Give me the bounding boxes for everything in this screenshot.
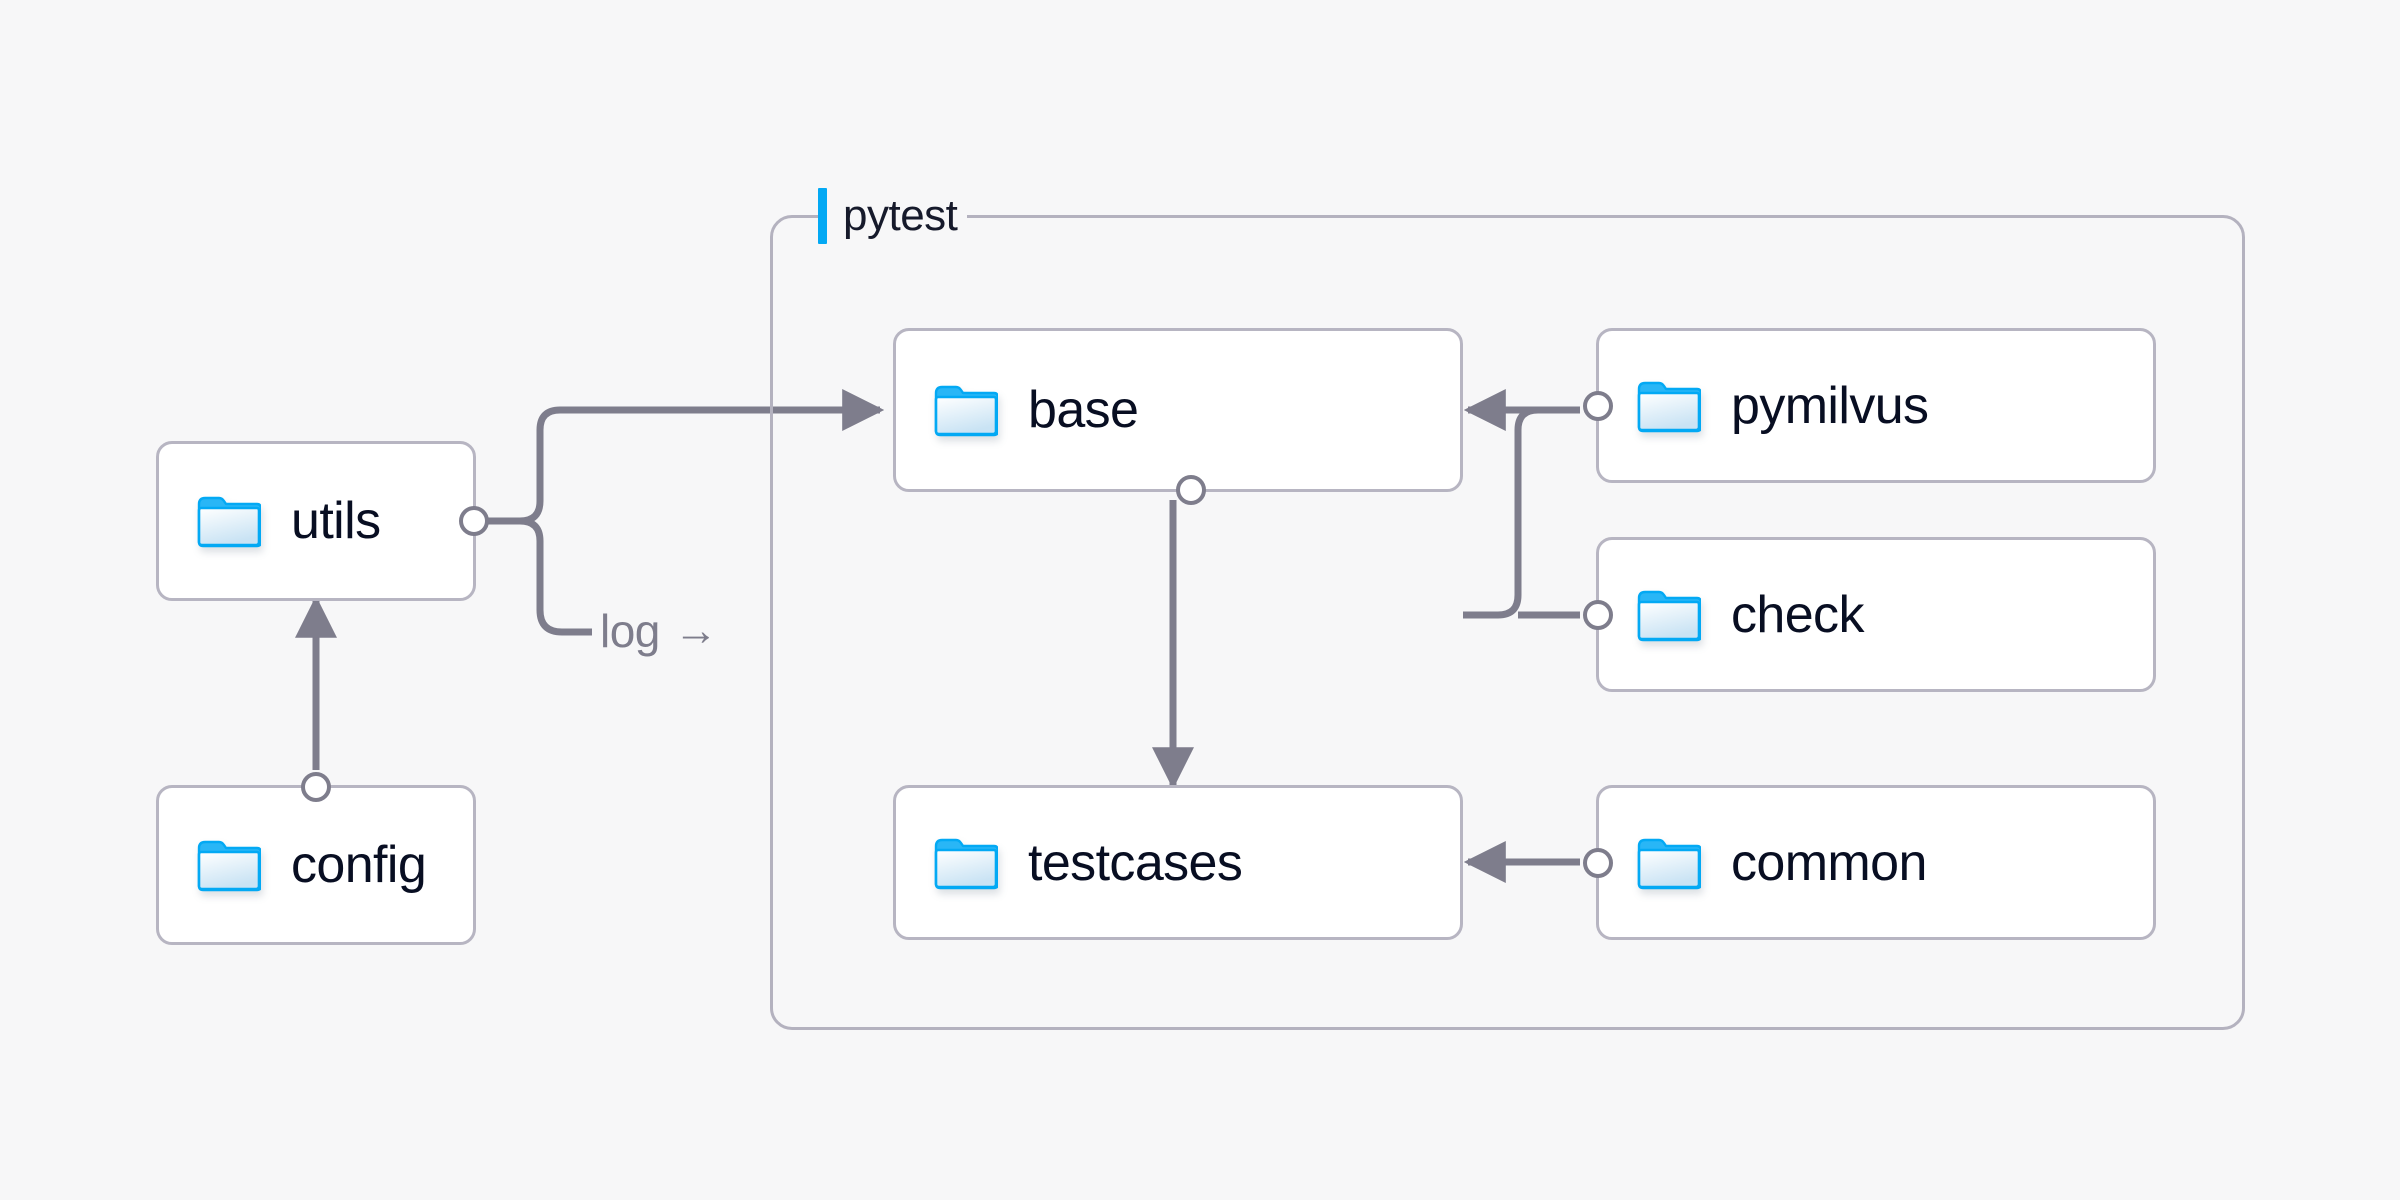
port-common-left[interactable]	[1583, 847, 1613, 878]
node-utils[interactable]: utils	[156, 441, 489, 601]
edge-label-log: log →	[600, 605, 718, 657]
group-accent-bar	[818, 188, 827, 244]
folder-icon	[197, 494, 261, 548]
port-base-bottom[interactable]	[1176, 475, 1206, 505]
group-label-pytest: pytest	[818, 188, 968, 244]
port-utils-right[interactable]	[459, 506, 489, 536]
node-config[interactable]: config	[156, 772, 476, 945]
port-check-left[interactable]	[1583, 599, 1613, 630]
folder-icon	[1637, 379, 1701, 433]
port-config-top[interactable]	[301, 772, 331, 802]
edge-label-log-text: log	[600, 605, 660, 657]
node-label-common: common	[1731, 833, 1927, 892]
folder-icon	[1637, 588, 1701, 642]
node-pymilvus[interactable]: pymilvus	[1583, 328, 2156, 483]
group-container-pytest	[770, 215, 2245, 1030]
node-base[interactable]: base	[893, 328, 1463, 505]
node-check[interactable]: check	[1583, 537, 2156, 692]
edge-utils-log	[487, 517, 592, 636]
node-label-check: check	[1731, 585, 1864, 644]
node-common[interactable]: common	[1583, 785, 2156, 940]
node-label-pymilvus: pymilvus	[1731, 376, 1929, 435]
node-label-base: base	[1028, 381, 1139, 439]
node-testcases[interactable]: testcases	[893, 785, 1463, 940]
node-label-testcases: testcases	[1028, 833, 1243, 892]
node-label-utils: utils	[291, 492, 381, 550]
arrow-right-icon: →	[673, 606, 718, 655]
folder-icon	[934, 836, 998, 890]
port-pymilvus-left[interactable]	[1583, 390, 1613, 421]
group-label-text: pytest	[843, 191, 958, 240]
folder-icon	[934, 383, 998, 437]
folder-icon	[1637, 836, 1701, 890]
folder-icon	[197, 838, 261, 892]
node-label-config: config	[291, 836, 427, 894]
